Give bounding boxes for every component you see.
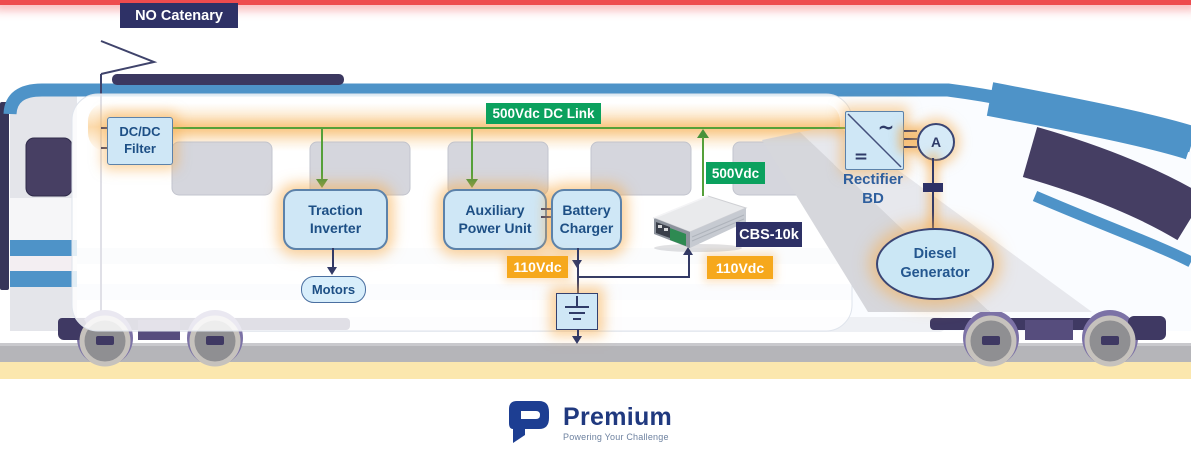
traction-inverter-line2: Inverter <box>309 219 362 236</box>
no-catenary-label: NO Catenary <box>120 3 238 28</box>
phase-line <box>904 146 917 148</box>
inverter-motor-line <box>332 248 334 269</box>
dc-link-drop-traction <box>321 129 323 179</box>
apu-line1: Auxiliary <box>465 202 525 218</box>
dc-link-line <box>171 127 845 129</box>
train-left-end <box>0 102 9 290</box>
generator-line <box>932 158 934 228</box>
arrow-down-icon <box>316 179 328 188</box>
battery-charger-line2: Charger <box>559 219 614 236</box>
logo-tagline: Powering Your Challenge <box>563 432 669 442</box>
phase-line <box>904 130 917 132</box>
apu-charger-link <box>541 216 553 218</box>
cbs-label: CBS-10k <box>736 222 802 247</box>
dc-link-label: 500Vdc DC Link <box>486 103 601 124</box>
earth-symbol-icon <box>565 296 589 320</box>
v110-left-label: 110Vdc <box>507 256 568 278</box>
traction-inverter-box: Traction Inverter <box>283 189 388 250</box>
ground-yellow-band <box>0 362 1191 379</box>
dcdc-filter-box: DC/DC Filter <box>107 117 173 165</box>
rectifier-symbol: ~ = <box>847 113 902 168</box>
ammeter-circle: A <box>917 123 955 161</box>
premium-logo: Premium Powering Your Challenge <box>507 399 672 446</box>
nose-stripe <box>986 82 1191 160</box>
catenary-wire <box>0 0 1191 5</box>
phase-line <box>904 138 917 140</box>
earth-down-line <box>577 329 579 337</box>
battery-earth-box <box>556 293 598 330</box>
dcdc-filter-line1: DC/DC <box>119 124 161 140</box>
arrow-down-icon <box>327 267 337 275</box>
filter-tap-bottom <box>101 147 108 149</box>
motors-box: Motors <box>301 276 366 303</box>
charger-cbs-branch <box>578 276 689 278</box>
window <box>590 141 692 196</box>
arrow-up-icon <box>697 129 709 138</box>
breaker-symbol <box>923 183 943 192</box>
traction-inverter-line1: Traction <box>308 202 363 218</box>
ground-band <box>0 343 1191 362</box>
pantograph-arm <box>100 40 158 75</box>
diesel-generator-ellipse: Diesel Generator <box>876 228 994 300</box>
apu-charger-link <box>541 208 553 210</box>
left-window <box>25 137 73 197</box>
v110-right-label: 110Vdc <box>707 256 773 279</box>
arrow-down-icon <box>572 336 582 344</box>
rectifier-label: Rectifier BD <box>823 171 923 209</box>
arrow-up-icon <box>683 247 693 255</box>
diesel-line1: Diesel <box>913 246 957 263</box>
cbs-10k-device <box>652 195 748 252</box>
windshield <box>1022 127 1191 241</box>
dc-link-drop-apu <box>471 129 473 179</box>
battery-charger-line1: Battery <box>562 202 611 218</box>
window <box>447 141 549 196</box>
diesel-line2: Generator <box>900 265 970 281</box>
filter-tap-top <box>101 127 108 129</box>
rectifier-line2: BD <box>862 189 884 207</box>
logo-name: Premium <box>563 403 673 431</box>
arrow-down-icon <box>572 260 582 268</box>
window <box>171 141 273 196</box>
apu-line2: Power Unit <box>458 219 532 236</box>
dc-symbol: = <box>854 147 868 167</box>
rectifier-line1: Rectifier <box>842 171 904 188</box>
battery-charger-box: Battery Charger <box>551 189 622 250</box>
dcdc-filter-line2: Filter <box>124 141 156 156</box>
nose-lower-stripe <box>1032 190 1191 267</box>
ac-symbol: ~ <box>878 115 895 139</box>
pantograph-base <box>112 74 344 85</box>
premium-logo-icon <box>509 401 549 443</box>
v500-label: 500Vdc <box>706 162 765 184</box>
arrow-down-icon <box>466 179 478 188</box>
cbs-feed-line <box>688 254 690 278</box>
rectifier-box: ~ = <box>845 111 904 170</box>
apu-box: Auxiliary Power Unit <box>443 189 547 250</box>
cbs-dc-link-riser <box>702 137 704 196</box>
charger-down-line <box>577 248 579 293</box>
cab-wedge-light <box>800 126 1092 312</box>
